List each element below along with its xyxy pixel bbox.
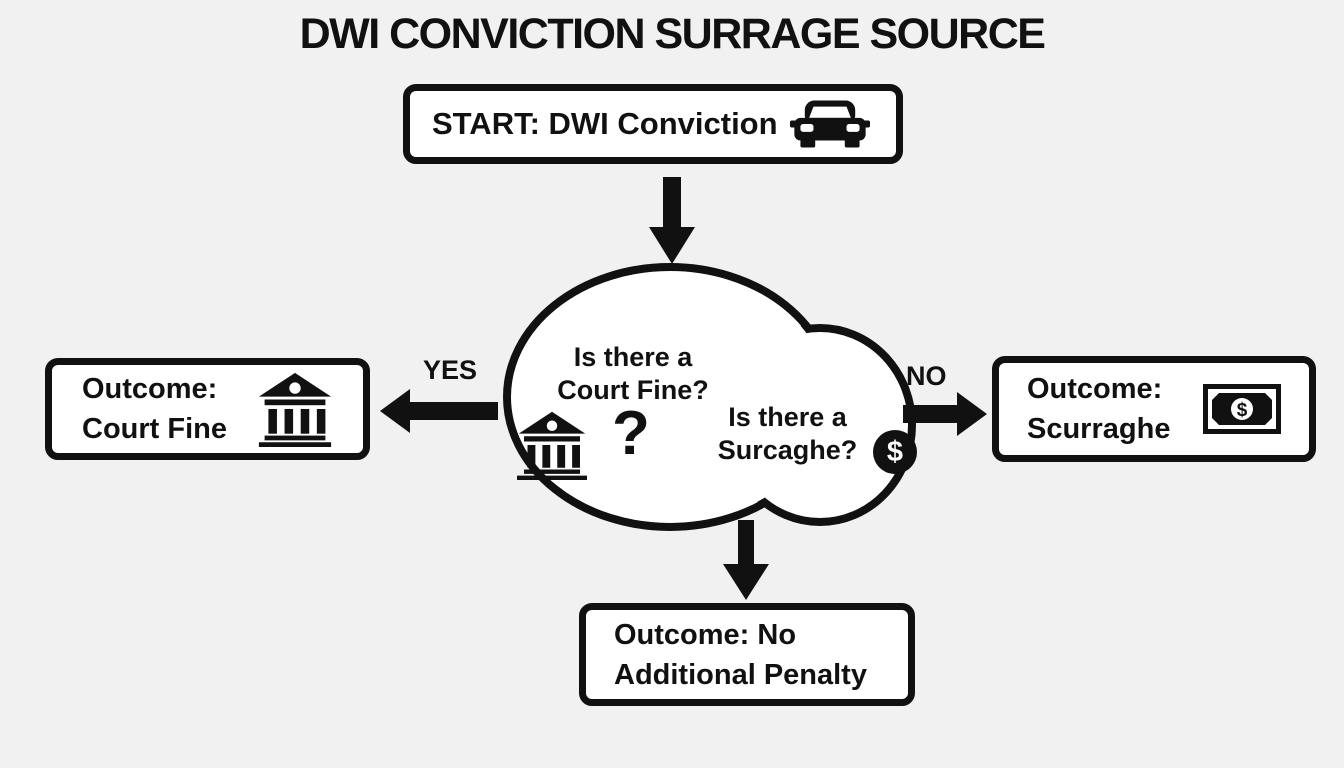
arrow-decision-to-no-penalty (723, 520, 769, 600)
court-fine-question-line1: Is there a (573, 342, 693, 372)
arrow-decision-to-court-fine (380, 389, 498, 433)
court-fine-question: Is there a Court Fine? (548, 341, 718, 407)
yes-edge-label: YES (423, 355, 478, 385)
surcharge-question-line2: Surcaghe? (717, 435, 858, 465)
outcome-court-fine-node: Outcome: Court Fine (45, 358, 370, 460)
page-title: DWI CONVICTION SURRAGE SOURCE (299, 10, 1046, 58)
no-edge-label: NO (906, 361, 947, 391)
bank-icon (517, 411, 587, 480)
outcome-surcharge-label: Outcome: Scurraghe (1027, 369, 1203, 449)
outcome-court-fine-line2: Court Fine (82, 413, 227, 445)
outcome-surcharge-line2: Scurraghe (1027, 413, 1171, 445)
outcome-no-penalty-line1: Outcome: No (614, 618, 797, 651)
money-bill-icon: $ (1203, 384, 1281, 434)
surcharge-question-line1: Is there a (728, 402, 847, 432)
outcome-no-penalty-node: Outcome: No Additional Penalty (579, 603, 915, 706)
court-fine-question-line2: Court Fine? (557, 375, 709, 405)
question-mark: ? (612, 399, 650, 468)
decision-cloud (503, 263, 916, 531)
outcome-no-penalty-label: Outcome: No Additional Penalty (614, 615, 867, 695)
money-bill-dollar-glyph: $ (1237, 400, 1248, 421)
dollar-circle-icon: $ (873, 430, 917, 474)
arrow-start-to-decision (649, 177, 695, 264)
start-node: START: DWI Conviction (403, 84, 903, 164)
car-icon (790, 100, 870, 148)
outcome-court-fine-label: Outcome: Court Fine (82, 369, 257, 449)
surcharge-question: Is there a Surcaghe? (700, 401, 875, 467)
bank-icon (258, 372, 332, 447)
arrow-decision-to-surcharge (903, 392, 987, 436)
outcome-surcharge-node: Outcome: Scurraghe $ (992, 356, 1316, 462)
dollar-badge-glyph: $ (886, 435, 904, 468)
outcome-surcharge-line1: Outcome: (1027, 373, 1163, 405)
outcome-court-fine-line1: Outcome: (82, 373, 218, 405)
start-node-label: START: DWI Conviction (432, 106, 778, 141)
outcome-no-penalty-line2: Additional Penalty (614, 658, 867, 691)
